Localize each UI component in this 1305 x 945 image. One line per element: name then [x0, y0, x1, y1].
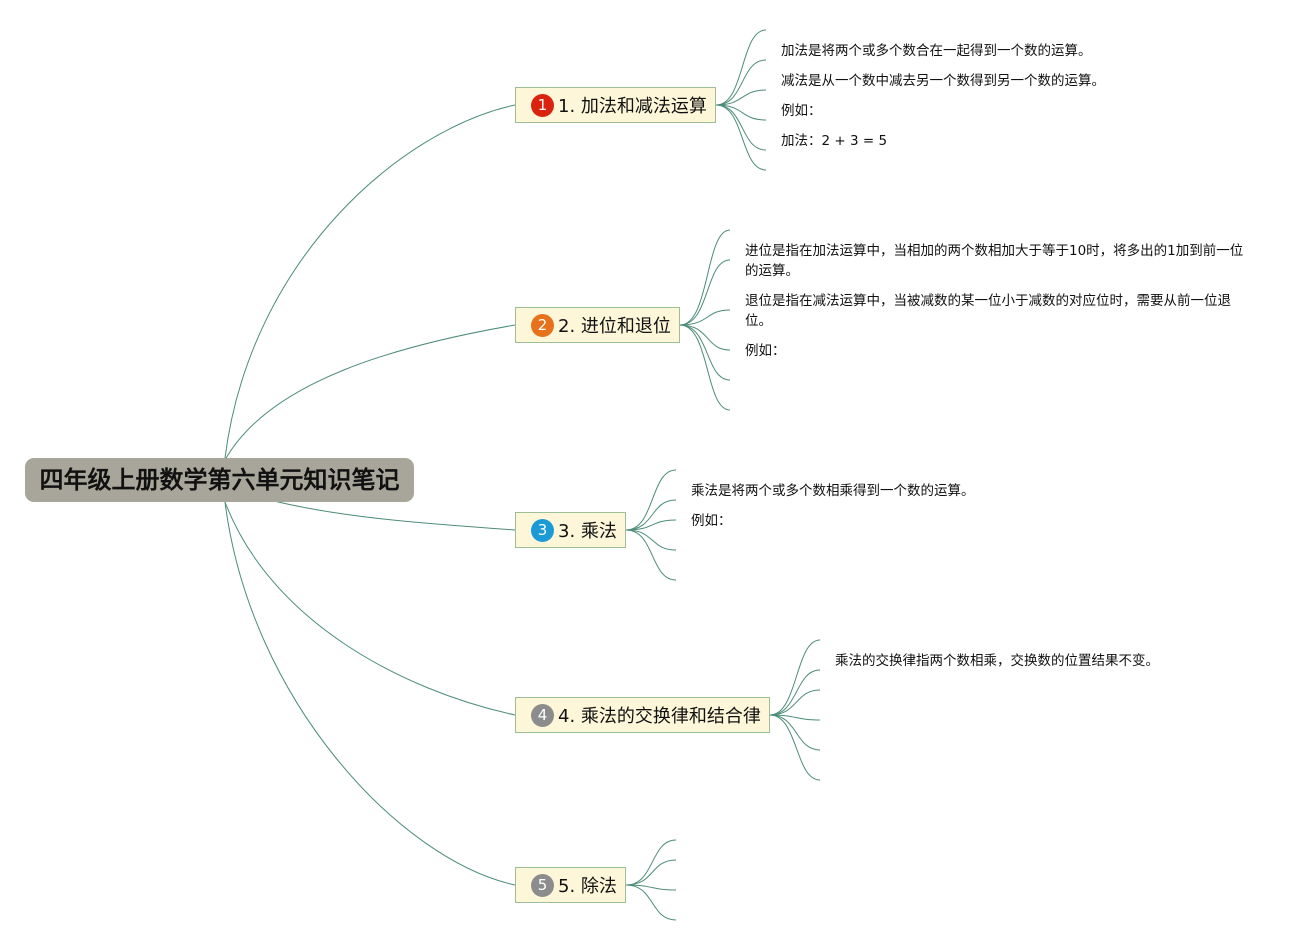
priority-badge-1: 1 — [531, 93, 554, 117]
link-root-branch-3 — [269, 499, 516, 531]
branch-topic-2[interactable]: 2 2. 进位和退位 — [515, 307, 680, 343]
link-b4-leaf-5 — [769, 714, 821, 751]
link-root-branch-1 — [224, 104, 516, 459]
link-b1-leaf-6 — [715, 104, 767, 171]
leaf-topic-1-2[interactable]: 减法是从一个数中减去另一个数得到另一个数的运算。 — [781, 73, 1105, 89]
link-b1-leaf-2 — [715, 59, 767, 106]
priority-badge-2: 2 — [531, 313, 554, 337]
link-b5-leaf-4 — [625, 884, 677, 921]
leaf-topic-1-1[interactable]: 加法是将两个或多个数合在一起得到一个数的运算。 — [781, 43, 1092, 59]
branch-topic-3[interactable]: 3 3. 乘法 — [515, 512, 626, 548]
link-b1-leaf-3 — [715, 89, 767, 106]
branch-topic-5-label: 5. 除法 — [558, 876, 617, 897]
link-b2-leaf-4 — [679, 324, 731, 351]
link-b1-leaf-1 — [715, 29, 767, 106]
priority-badge-4: 4 — [531, 703, 554, 727]
branch-topic-1[interactable]: 1 1. 加法和减法运算 — [515, 87, 716, 123]
leaf-topic-3-2[interactable]: 例如： — [691, 513, 732, 529]
link-root-branch-4 — [224, 501, 516, 716]
link-root-branch-2 — [224, 324, 516, 461]
link-b3-leaf-2 — [625, 499, 677, 531]
link-b3-leaf-4 — [625, 529, 677, 551]
link-b2-leaf-1 — [679, 229, 731, 326]
root-topic-label: 四年级上册数学第六单元知识笔记 — [39, 466, 400, 494]
link-b4-leaf-6 — [769, 714, 821, 781]
link-b2-leaf-6 — [679, 324, 731, 411]
link-b5-leaf-1 — [625, 839, 677, 886]
link-b2-leaf-5 — [679, 324, 731, 381]
priority-badge-3: 3 — [531, 518, 554, 542]
link-b3-leaf-3 — [625, 519, 677, 531]
leaf-topic-3-1[interactable]: 乘法是将两个或多个数相乘得到一个数的运算。 — [691, 483, 975, 499]
priority-badge-5: 5 — [531, 873, 554, 897]
branch-topic-3-label: 3. 乘法 — [558, 521, 617, 542]
branch-topic-1-label: 1. 加法和减法运算 — [558, 96, 707, 117]
leaf-topic-1-4[interactable]: 加法：2 + 3 = 5 — [781, 133, 888, 149]
leaf-topic-2-3[interactable]: 例如： — [745, 343, 786, 359]
link-b3-leaf-1 — [625, 469, 677, 531]
leaf-topic-4-1[interactable]: 乘法的交换律指两个数相乘，交换数的位置结果不变。 — [835, 653, 1159, 669]
link-b5-leaf-2 — [625, 859, 677, 886]
link-b4-leaf-1 — [769, 639, 821, 716]
link-root-branch-5 — [224, 501, 516, 886]
link-b2-leaf-3 — [679, 309, 731, 326]
branch-topic-5[interactable]: 5 5. 除法 — [515, 867, 626, 903]
link-b3-leaf-5 — [625, 529, 677, 581]
link-b1-leaf-4 — [715, 104, 767, 121]
link-b2-leaf-2 — [679, 259, 731, 326]
leaf-topic-1-3[interactable]: 例如： — [781, 103, 822, 119]
link-b4-leaf-2 — [769, 669, 821, 716]
leaf-topic-2-1[interactable]: 进位是指在加法运算中，当相加的两个数相加大于等于10时，将多出的1加到前一位的运… — [745, 243, 1244, 279]
link-b4-leaf-3 — [769, 689, 821, 716]
branch-topic-4-label: 4. 乘法的交换律和结合律 — [558, 706, 761, 727]
leaf-topic-2-2[interactable]: 退位是指在减法运算中，当被减数的某一位小于减数的对应位时，需要从前一位退位。 — [745, 293, 1231, 329]
root-topic[interactable]: 四年级上册数学第六单元知识笔记 — [25, 458, 414, 502]
branch-topic-2-label: 2. 进位和退位 — [558, 316, 671, 337]
branch-topic-4[interactable]: 4 4. 乘法的交换律和结合律 — [515, 697, 770, 733]
